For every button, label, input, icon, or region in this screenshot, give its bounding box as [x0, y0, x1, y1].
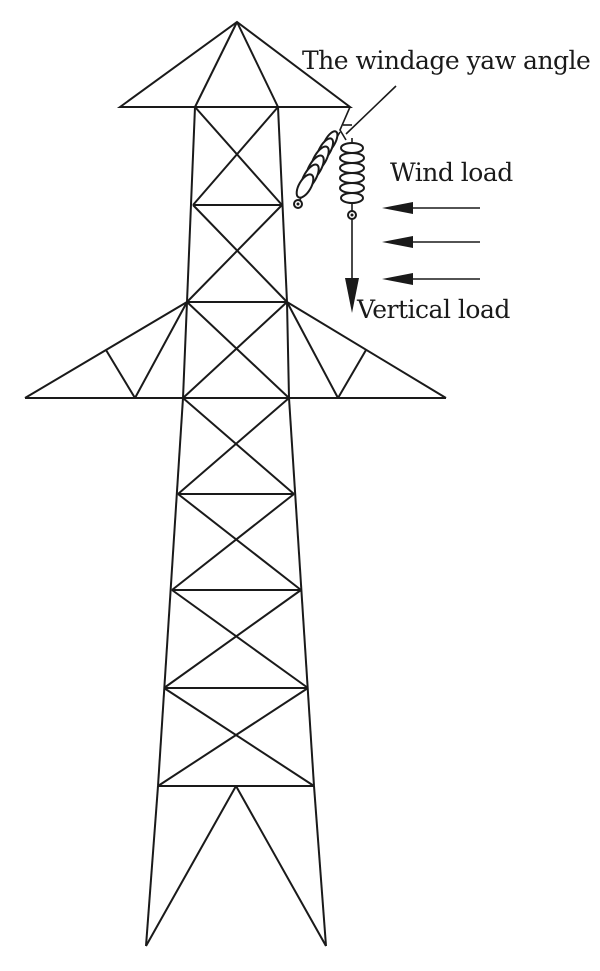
windage-yaw-angle-label: The windage yaw angle	[302, 46, 591, 75]
tower-lower-body	[157, 397, 315, 787]
swung-insulator-string	[293, 130, 341, 209]
vertical-insulator-string	[339, 138, 365, 220]
tower-upper-body	[186, 106, 288, 303]
insulator-attachment	[339, 106, 352, 141]
tower-base-legs	[145, 785, 327, 947]
tower-middle-body	[182, 301, 290, 399]
vertical-load-label: Vertical load	[357, 295, 510, 324]
vertical-load-arrow	[345, 219, 359, 313]
tower-lower-arm	[24, 301, 447, 399]
wind-load-arrows	[382, 202, 480, 285]
wind-load-label: Wind load	[390, 158, 513, 187]
tower-top-arm	[116, 20, 353, 108]
yaw-angle-leader-line	[345, 85, 397, 135]
